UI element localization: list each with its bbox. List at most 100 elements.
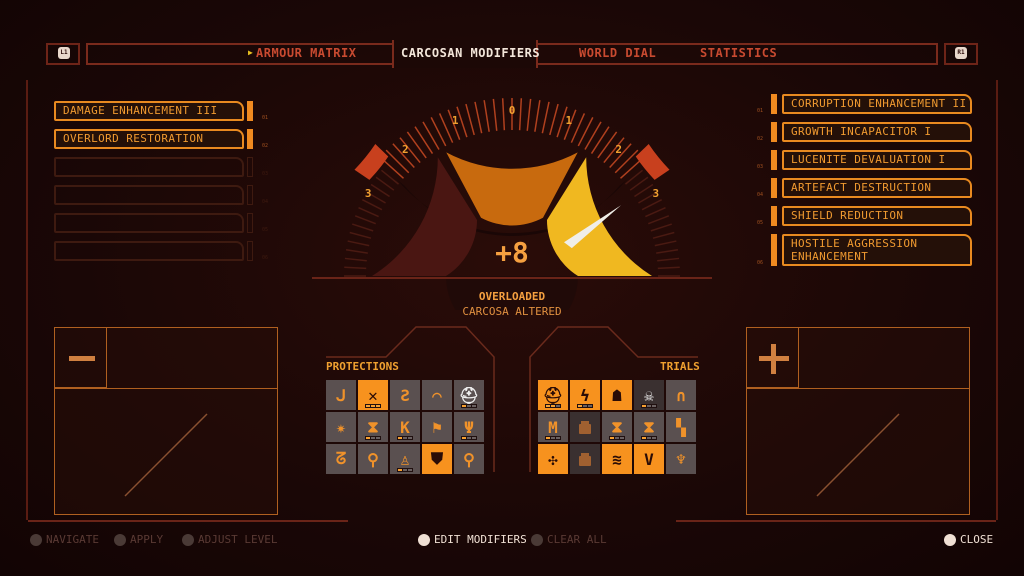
protection-tile-bracket[interactable]: ᘔ xyxy=(326,444,356,474)
slot-indicator xyxy=(771,206,777,226)
dial-scale-label: 1 xyxy=(565,114,572,127)
dial-tick xyxy=(556,106,568,138)
trial-tile-helmet[interactable]: ⛑ xyxy=(538,380,568,410)
dial-tick xyxy=(465,103,475,136)
slot-indicator xyxy=(247,185,253,205)
r1-button[interactable]: R1 xyxy=(955,47,967,59)
trial-tile-m-shape[interactable]: M xyxy=(538,412,568,442)
trial-tile-squares[interactable]: ▚ xyxy=(666,412,696,442)
dial-substatus: CARCOSA ALTERED xyxy=(462,305,562,318)
modifier-label[interactable]: ARTEFACT DESTRUCTION xyxy=(782,178,972,198)
protection-tile-fork[interactable]: Ψ xyxy=(454,412,484,442)
tab-statistics[interactable]: STATISTICS xyxy=(700,46,778,60)
trial-tile-lock[interactable] xyxy=(570,444,600,474)
dial-tick xyxy=(474,101,483,134)
dial-tick xyxy=(349,231,372,239)
protection-tile-wrench[interactable]: ⚲ xyxy=(358,444,388,474)
trial-tile-hourglass[interactable]: ⧗ xyxy=(634,412,664,442)
level-indicator xyxy=(365,436,381,440)
dial-tick xyxy=(375,176,395,191)
dial-tick xyxy=(638,191,658,204)
protection-tile-figure[interactable]: ♙ xyxy=(390,444,420,474)
modifier-label[interactable]: CORRUPTION ENHANCEMENT II xyxy=(782,94,972,114)
fork-icon: Ψ xyxy=(464,417,474,437)
protection-tile-k-shape[interactable]: K xyxy=(390,412,420,442)
edit-modifiers-button[interactable]: EDIT MODIFIERS xyxy=(418,533,527,546)
modifier-label[interactable] xyxy=(54,157,244,177)
slot-number: 06 xyxy=(757,260,764,266)
protection-tile-swirl[interactable]: Ƨ xyxy=(390,380,420,410)
protection-tile-hook[interactable]: ᒍ xyxy=(326,380,356,410)
clear-all-button[interactable]: CLEAR ALL xyxy=(531,533,607,546)
modifier-label[interactable] xyxy=(54,213,244,233)
r1-button-frame[interactable] xyxy=(944,43,978,65)
minus-button[interactable] xyxy=(55,328,107,388)
slot-number: 02 xyxy=(262,143,269,149)
lock-icon xyxy=(579,456,591,466)
trial-tile-arch[interactable]: ∩ xyxy=(666,380,696,410)
empty-slash-icon xyxy=(816,413,900,497)
modifier-label[interactable] xyxy=(54,241,244,261)
trial-tile-lock[interactable] xyxy=(570,412,600,442)
plus-button[interactable] xyxy=(747,328,799,388)
protection-tile-shield[interactable]: ⛊ xyxy=(422,444,452,474)
trial-tile-crest[interactable]: ♆ xyxy=(666,444,696,474)
protection-tile-flag[interactable]: ⚑ xyxy=(422,412,452,442)
l1-button[interactable]: L1 xyxy=(58,47,70,59)
close-label: CLOSE xyxy=(960,533,994,546)
modifier-label[interactable]: OVERLORD RESTORATION xyxy=(54,129,244,149)
dial-tick xyxy=(518,98,523,131)
l1-button-frame[interactable] xyxy=(46,43,80,65)
arch-icon: ∩ xyxy=(676,385,686,405)
k-shape-icon: K xyxy=(400,417,410,437)
trial-tile-skull[interactable]: ☠ xyxy=(634,380,664,410)
add-modifier-panel[interactable] xyxy=(746,327,970,515)
trial-tile-waves[interactable]: ≋ xyxy=(602,444,632,474)
trial-tile-shards[interactable]: ✣ xyxy=(538,444,568,474)
protection-tile-arch[interactable]: ⌒ xyxy=(422,380,452,410)
tab-armour-matrix[interactable]: ARMOUR MATRIX xyxy=(256,46,357,60)
protection-tile-burst[interactable]: ✷ xyxy=(326,412,356,442)
slot-number: 04 xyxy=(262,199,269,205)
modifier-label[interactable] xyxy=(54,185,244,205)
protection-tile-helmet[interactable]: ⛑ xyxy=(454,380,484,410)
trials-grid: ⛑ϟ☗☠∩M⧗⧗▚✣≋V♆ xyxy=(538,380,696,474)
slot-indicator xyxy=(247,129,253,149)
dial-needle xyxy=(563,205,622,249)
dial-tick xyxy=(657,266,680,270)
modifier-label[interactable]: SHIELD REDUCTION xyxy=(782,206,972,226)
hook-icon: ᒍ xyxy=(335,385,347,405)
hint-navigate-label: NAVIGATE xyxy=(46,533,99,546)
dial-tick xyxy=(648,215,670,225)
dial-tick xyxy=(366,191,386,204)
dial-end-marker-right xyxy=(635,144,670,180)
modifier-label[interactable]: GROWTH INCAPACITOR I xyxy=(782,122,972,142)
protection-tile-wrench[interactable]: ⚲ xyxy=(454,444,484,474)
close-button[interactable]: CLOSE xyxy=(944,533,993,546)
level-indicator xyxy=(609,436,625,440)
trial-tile-v-shape[interactable]: V xyxy=(634,444,664,474)
dial-scale-label: 2 xyxy=(615,143,622,156)
modifier-label[interactable]: HOSTILE AGGRESSION ENHANCEMENT xyxy=(782,234,972,266)
dial-tick xyxy=(358,206,379,218)
protection-tile-hourglass[interactable]: ⧗ xyxy=(358,412,388,442)
dpad-icon xyxy=(30,533,42,546)
hint-navigate: NAVIGATE xyxy=(30,533,99,546)
trial-tile-lightning[interactable]: ϟ xyxy=(570,380,600,410)
tab-carcosan-modifiers[interactable]: CARCOSAN MODIFIERS xyxy=(401,46,541,60)
dial-tick xyxy=(634,183,654,198)
trials-title: TRIALS xyxy=(660,360,700,373)
tab-world-dial[interactable]: WORLD DIAL xyxy=(579,46,657,60)
minus-icon xyxy=(69,356,95,361)
modifier-label[interactable]: DAMAGE ENHANCEMENT III xyxy=(54,101,244,121)
m-shape-icon: M xyxy=(548,417,558,437)
trial-tile-head[interactable]: ☗ xyxy=(602,380,632,410)
remove-modifier-panel[interactable] xyxy=(54,327,278,515)
protection-tile-cross-arrows[interactable]: ✕ xyxy=(358,380,388,410)
slot-number: 05 xyxy=(262,227,269,233)
swirl-icon: Ƨ xyxy=(400,385,410,405)
slot-number: 03 xyxy=(757,164,764,170)
modifier-label[interactable]: LUCENITE DEVALUATION I xyxy=(782,150,972,170)
trial-tile-hourglass[interactable]: ⧗ xyxy=(602,412,632,442)
waves-icon: ≋ xyxy=(612,449,622,469)
